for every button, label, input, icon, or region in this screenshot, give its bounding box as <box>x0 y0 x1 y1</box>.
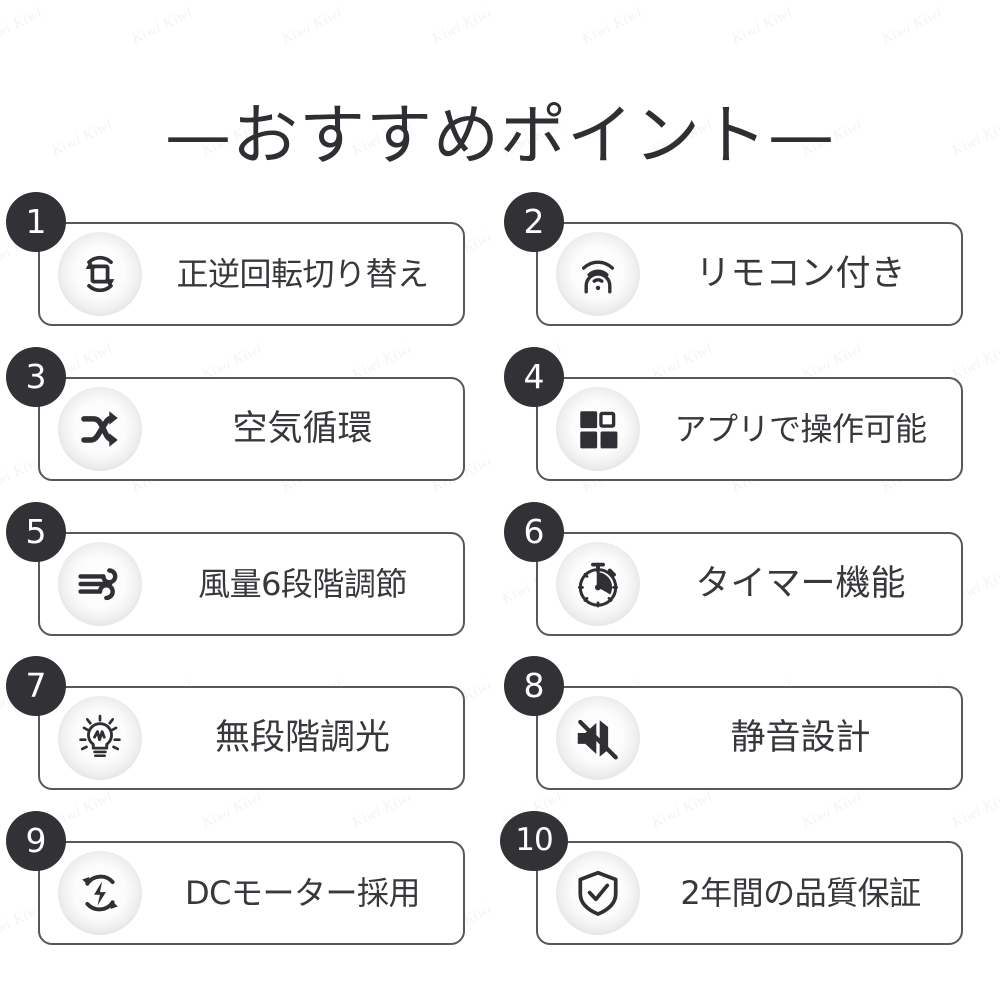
speaker-mute-icon <box>556 696 640 780</box>
feature-number-badge: 5 <box>6 502 66 562</box>
wind-airflow-icon <box>58 542 142 626</box>
feature-number-badge: 10 <box>500 811 568 871</box>
feature-label: タイマー機能 <box>695 564 906 604</box>
lightbulb-dimmer-icon <box>58 696 142 780</box>
feature-item-7[interactable]: 無段階調光 7 <box>6 656 465 790</box>
feature-item-4[interactable]: アプリで操作可能 4 <box>504 347 963 481</box>
shield-check-warranty-icon <box>556 851 640 935</box>
feature-label: 無段階調光 <box>214 718 390 758</box>
feature-label: 風量6段階調節 <box>198 565 407 603</box>
feature-label: 2年間の品質保証 <box>680 874 921 912</box>
feature-item-1[interactable]: 正逆回転切り替え 1 <box>6 192 465 326</box>
feature-item-8[interactable]: 静音設計 8 <box>504 656 963 790</box>
feature-number-badge: 1 <box>6 192 66 252</box>
air-circulation-shuffle-icon <box>58 387 142 471</box>
feature-label: リモコン付き <box>695 254 906 294</box>
feature-number-badge: 9 <box>6 811 66 871</box>
feature-item-6[interactable]: タイマー機能 6 <box>504 502 963 636</box>
feature-item-2[interactable]: リモコン付き 2 <box>504 192 963 326</box>
feature-label: 静音設計 <box>730 718 871 758</box>
feature-grid: 正逆回転切り替え 1 リモコン付き 2 <box>0 192 1000 986</box>
feature-number-badge: 2 <box>504 192 564 252</box>
feature-item-10[interactable]: 2年間の品質保証 10 <box>500 811 963 945</box>
feature-number-badge: 7 <box>6 656 66 716</box>
app-grid-icon <box>556 387 640 471</box>
page-title-container: —おすすめポイント— <box>0 52 1000 220</box>
page-title: —おすすめポイント— <box>165 97 835 175</box>
feature-item-3[interactable]: 空気循環 3 <box>6 347 465 481</box>
feature-label: 正逆回転切り替え <box>176 255 429 293</box>
feature-label: DCモーター採用 <box>185 874 421 912</box>
feature-number-badge: 3 <box>6 347 66 407</box>
dc-motor-cycle-bolt-icon <box>58 851 142 935</box>
feature-number-badge: 8 <box>504 656 564 716</box>
remote-control-signal-icon <box>556 232 640 316</box>
feature-number-badge: 4 <box>504 347 564 407</box>
feature-label: アプリで操作可能 <box>674 410 927 448</box>
stopwatch-timer-icon <box>556 542 640 626</box>
feature-number-badge: 6 <box>504 502 564 562</box>
rotation-reverse-icon <box>58 232 142 316</box>
feature-item-5[interactable]: 風量6段階調節 5 <box>6 502 465 636</box>
feature-item-9[interactable]: DCモーター採用 9 <box>6 811 465 945</box>
feature-label: 空気循環 <box>232 409 373 449</box>
